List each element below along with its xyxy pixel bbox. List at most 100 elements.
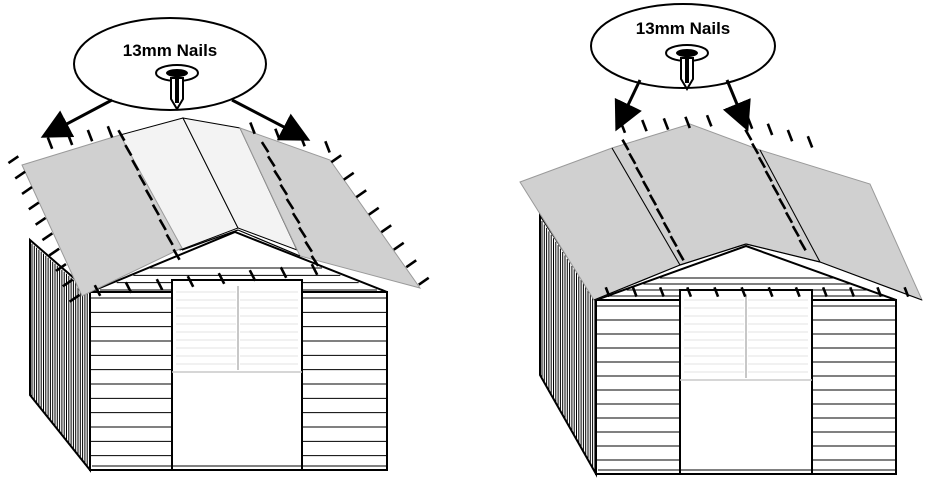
- nail-mark: [744, 129, 753, 141]
- eave-edge: [181, 229, 239, 251]
- nail-mark: [310, 255, 320, 267]
- nail-mark: [393, 241, 405, 251]
- nail-icon: [665, 44, 709, 91]
- nail-mark: [131, 159, 140, 172]
- nail-mark: [757, 156, 767, 169]
- nail-mark: [767, 286, 774, 298]
- door-left: [92, 279, 387, 471]
- nail-mark: [7, 155, 20, 165]
- nail-mark: [172, 248, 181, 261]
- nail-mark: [86, 129, 94, 142]
- nail-mark: [249, 122, 256, 135]
- eave-edge: [237, 229, 301, 257]
- eave-edge: [745, 243, 821, 263]
- nail-mark: [93, 284, 102, 297]
- nail-mark: [876, 286, 883, 298]
- nail-mark: [746, 117, 754, 130]
- roof-boards-left: [119, 117, 298, 251]
- nail-mark: [68, 293, 81, 303]
- nail-mark: [117, 129, 126, 142]
- nail-mark: [621, 139, 630, 151]
- felt-sheets-left: [21, 127, 422, 297]
- shed-figure-right: 13mm Nails: [519, 3, 923, 478]
- callout-left: 13mm Nails: [40, 17, 311, 141]
- nail-mark: [821, 286, 828, 298]
- nail-mark: [330, 154, 342, 164]
- door-panel: [679, 289, 813, 475]
- nail-mark: [405, 259, 417, 269]
- nail-mark: [655, 207, 665, 220]
- nail-mark: [641, 119, 648, 132]
- nail-mark: [248, 269, 257, 282]
- nail-mark: [713, 286, 720, 298]
- nail-mark: [310, 263, 319, 276]
- callout-right: 13mm Nails: [590, 3, 776, 132]
- arrow-right: [722, 79, 751, 132]
- nail-mark: [849, 286, 856, 298]
- felt-sheets-right: [519, 123, 923, 301]
- nail-mark: [273, 169, 282, 182]
- nail-mark: [106, 125, 114, 138]
- nail-mark: [778, 197, 787, 210]
- eave-edge: [679, 243, 747, 266]
- arrow-left: [614, 79, 642, 132]
- felt-sheet-left-slope: [21, 134, 183, 297]
- nail-mark: [155, 278, 164, 291]
- nail-mark: [48, 247, 60, 257]
- nail-mark: [684, 116, 691, 129]
- overlap-line: [611, 147, 681, 266]
- nail-mark: [418, 276, 430, 286]
- nail-mark: [66, 133, 74, 146]
- nail-mark: [124, 144, 133, 157]
- overlap-line: [759, 149, 821, 263]
- nail-mark: [791, 225, 800, 238]
- callout-label: 13mm Nails: [636, 19, 731, 38]
- nail-mark: [186, 275, 195, 288]
- nail-mark: [55, 263, 67, 272]
- nail-mark: [46, 137, 54, 150]
- nail-mark: [274, 128, 281, 141]
- nail-mark: [279, 184, 289, 196]
- nail-mark: [368, 206, 380, 216]
- nail-mark: [751, 142, 760, 155]
- nail-mark: [676, 249, 685, 261]
- nail-mark: [279, 266, 288, 279]
- felt-sheet-right-slope: [239, 127, 422, 289]
- callout-bubble: [73, 17, 267, 111]
- nail-mark: [28, 201, 40, 211]
- door-right: [598, 289, 896, 475]
- front-wall-right: [595, 244, 897, 475]
- shed-figure-left: 13mm Nails: [7, 17, 430, 473]
- nail-mark: [658, 286, 665, 298]
- nail-mark: [705, 114, 713, 127]
- nail-mark: [298, 226, 307, 239]
- nail-mark: [766, 123, 774, 136]
- nail-mark: [686, 286, 693, 298]
- nail-mark: [806, 135, 814, 148]
- nail-mark: [641, 180, 651, 193]
- nail-mark: [635, 166, 644, 179]
- nail-mark: [14, 170, 26, 180]
- nail-mark: [324, 140, 331, 153]
- nail-mark: [798, 239, 807, 251]
- eave-edge: [819, 261, 923, 301]
- nail-mark: [669, 235, 678, 248]
- nail-mark: [355, 189, 367, 199]
- callout-label: 13mm Nails: [123, 41, 218, 60]
- nail-mark: [740, 286, 747, 298]
- nail-mark: [771, 184, 780, 196]
- nail-mark: [124, 281, 133, 294]
- nail-mark: [380, 224, 392, 234]
- nail-mark: [343, 171, 355, 181]
- nail-mark: [794, 286, 801, 298]
- nail-mark: [786, 129, 794, 142]
- nail-mark: [619, 121, 627, 134]
- arrow-right: [231, 98, 311, 141]
- nail-mark: [604, 286, 611, 298]
- nail-mark: [648, 194, 658, 206]
- nail-mark: [165, 233, 174, 246]
- nail-mark: [158, 218, 167, 231]
- nail-mark: [784, 211, 794, 224]
- nail-mark: [21, 186, 33, 195]
